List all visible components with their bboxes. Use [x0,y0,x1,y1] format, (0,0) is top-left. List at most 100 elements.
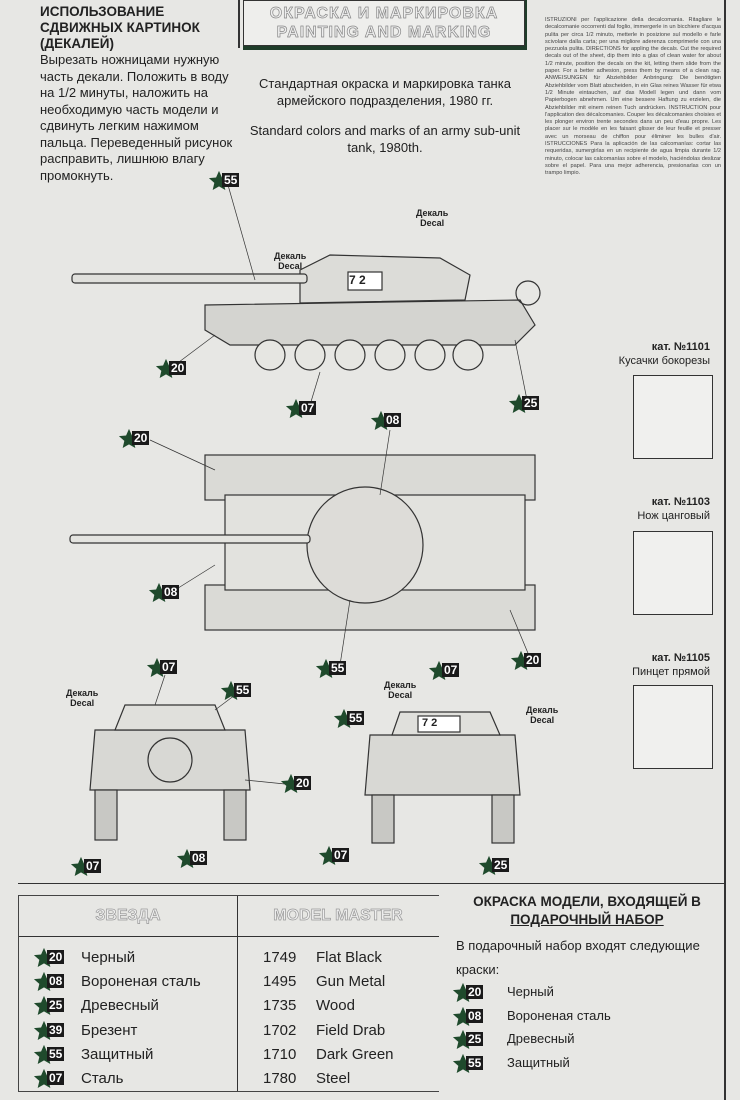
paint-code: 55 [347,711,365,725]
paint-name-ru: Брезент [81,1021,138,1039]
subtitle-en: Standard colors and marks of an army sub… [249,123,521,155]
paint-code: 39 [47,1022,65,1037]
paint-code-star: 55 [452,1053,492,1075]
model-master-code: 1495 [263,973,297,991]
model-master-code: 1749 [263,949,297,966]
paint-code-star: 07 [428,660,468,682]
paint-code: 07 [332,848,350,862]
paint-code-star: 07 [146,657,186,679]
paint-code: 55 [329,661,347,675]
paint-code: 07 [160,660,178,674]
paint-code: 08 [190,851,208,865]
paint-code: 20 [466,985,484,999]
tank-drawings [69,184,541,844]
paint-code: 07 [84,859,102,873]
header-model-master: MODEL MASTER [273,907,403,925]
model-master-code: 1702 [263,1021,297,1039]
tank-rear-view [364,711,521,844]
model-master-code: 1780 [263,1070,297,1087]
gift-heading-underlined: ПОДАРОЧНЫЙ НАБОР [510,912,664,927]
paint-code-star: 20 [118,428,158,450]
paint-code-star: 25 [478,855,518,877]
paint-code-star: 20 [452,982,492,1004]
model-master-name: Wood [316,997,355,1015]
paint-code: 25 [47,998,65,1013]
paint-name-ru: Древесный [81,997,159,1015]
paint-code: 20 [524,653,542,667]
subtitle-ru: Стандартная окраска и маркировка танка а… [259,76,511,108]
paint-code: 55 [222,173,240,187]
paint-code-star: 25 [452,1029,492,1051]
gift-body: В подарочный набор входят следующие крас… [456,938,700,977]
paint-code: 20 [169,361,187,375]
gift-paint-name: Черный [507,984,554,999]
paint-code: 07 [299,401,317,415]
paint-code: 25 [492,858,510,872]
paint-code: 20 [47,950,65,964]
paint-code-star: 20 [510,650,550,672]
paint-code: 08 [47,974,65,989]
paint-code-star: 08 [452,1006,492,1028]
intro-body: Вырезать ножницами нужную часть декали. … [40,52,233,183]
tank-top-view [69,454,536,631]
multilingual-instructions: ISTRUZIONI per l'applicazione della deca… [545,17,721,177]
title-ru: ОКРАСКА И МАРКИРОВКА [269,5,499,23]
model-master-name: Flat Black [316,949,382,966]
paint-code-star: 39 [33,1020,73,1042]
tank-side-view [71,254,541,371]
model-master-code: 1710 [263,1045,297,1063]
paint-code: 07 [442,663,460,677]
paint-code-star: 07 [318,845,358,867]
paint-code-star: 08 [148,582,188,604]
paint-code: 20 [294,776,312,790]
header-zvezda: ЗВЕЗДА [95,907,161,925]
paint-code-star: 20 [33,947,73,969]
paint-code: 08 [162,585,180,599]
paint-code-star: 08 [33,971,73,993]
paint-code: 08 [466,1008,484,1023]
paint-code: 07 [47,1071,65,1085]
title-banner: ОКРАСКА И МАРКИРОВКА PAINTING AND MARKIN… [243,0,527,50]
tank-front-view [89,704,251,841]
paint-code-star: 25 [33,995,73,1017]
paint-name-ru: Защитный [81,1045,154,1063]
divider [724,0,726,1100]
paint-code-star: 08 [370,410,410,432]
paint-code-star: 55 [33,1044,73,1066]
paint-code-star: 55 [333,708,373,730]
paint-code: 55 [234,683,252,697]
paint-code: 08 [384,413,402,427]
paint-code: 55 [466,1055,484,1070]
subtitle: Стандартная окраска и маркировка танка а… [240,75,530,156]
model-master-name: Gun Metal [316,973,386,991]
paint-code-star: 07 [70,856,110,878]
tweezers-illustration [633,685,713,769]
gift-paint-name: Вороненая сталь [507,1007,611,1023]
paint-code-star: 55 [220,680,260,702]
turret-number-side: 7 2 [349,273,366,287]
paint-code: 55 [47,1046,65,1061]
turret-number-rear: 7 2 [422,717,438,729]
paint-name-ru: Сталь [81,1070,124,1087]
divider [18,883,726,884]
intro-heading: ИСПОЛЬЗОВАНИЕ СДВИЖНЫХ КАРТИНОК (ДЕКАЛЕЙ… [40,4,200,51]
leader-lines [149,184,531,786]
paint-code-star: 07 [33,1068,73,1090]
gift-paint-name: Защитный [507,1054,570,1070]
paint-code-star: 07 [285,398,325,420]
paint-code: 20 [132,431,150,445]
model-master-name: Steel [316,1070,351,1087]
side-cutters-illustration [633,375,713,459]
paint-code-star: 55 [315,658,355,680]
title-en: PAINTING AND MARKING [276,24,492,42]
